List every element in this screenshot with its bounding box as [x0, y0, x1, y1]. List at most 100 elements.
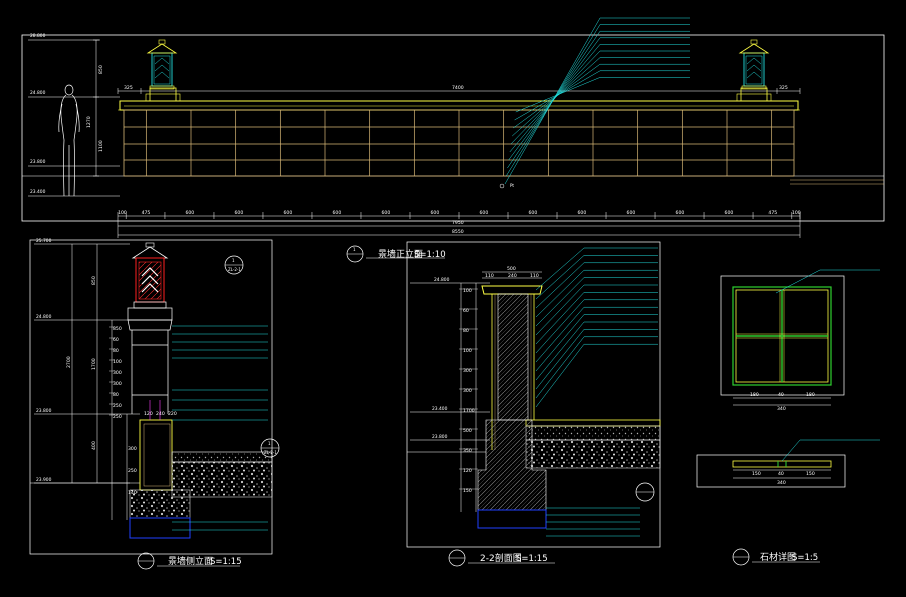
svg-text:1: 1 [232, 258, 235, 263]
dim-base-height: 1100 [98, 140, 104, 152]
bottom-dim-value: 600 [430, 210, 439, 216]
wall-grid [123, 109, 795, 177]
bottom-dim-value: 600 [234, 210, 243, 216]
svg-text:180: 180 [806, 392, 815, 398]
bottom-dim-value: 100 [118, 210, 127, 216]
front-elevation: 28.800 24.800 23.800 23.400 850 1270 110… [21, 17, 885, 238]
stone-detail: 180 40 180 340 150 40 150 340 [696, 269, 880, 488]
detail-plan-total: 340 [777, 406, 786, 412]
side-dim-value: 300 [128, 446, 137, 452]
detail-scale: S=1:5 [792, 553, 818, 563]
detail-section-frame [696, 454, 846, 488]
side-title-block: 景墙侧立面 S=1:15 [137, 552, 242, 570]
bottom-dim-value: 600 [185, 210, 194, 216]
section-dim-value: 300 [463, 368, 472, 374]
svg-text:1: 1 [268, 441, 271, 446]
dim-total-outer: 8550 [452, 229, 464, 235]
svg-text:150: 150 [752, 471, 761, 477]
side-scale: S=1:15 [210, 557, 242, 567]
svg-text:110: 110 [485, 273, 494, 279]
side-dim-lamp: 850 [91, 276, 97, 285]
bottom-dim-value: 600 [283, 210, 292, 216]
side-dim-value: 240 [156, 411, 165, 417]
detail-section-total: 340 [777, 480, 786, 486]
side-level-ground: 23.800 [36, 408, 52, 414]
elevation-title-block: 1 景墙正立面 S=1:10 [346, 245, 446, 263]
side-dim-chain: 8506080100300300802502503002501401202402… [109, 326, 177, 496]
section-cap [481, 285, 543, 295]
bottom-dim-value: 600 [676, 210, 685, 216]
side-frame [29, 239, 273, 555]
section-dim-value: 120 [463, 468, 472, 474]
bottom-dim-value: 100 [792, 210, 801, 216]
section-dim-value: 1700 [463, 408, 475, 414]
svg-text:1: 1 [353, 247, 356, 252]
side-level-cap: 24.800 [36, 314, 52, 320]
section-dim-value: 100 [463, 348, 472, 354]
section-frame [406, 241, 661, 548]
side-lamp [127, 242, 173, 321]
section-dim-value: 80 [463, 328, 469, 334]
section-level-ground: 23.400 [432, 406, 448, 412]
elevation-levels [28, 39, 120, 197]
level-mark-base: 23.400 [30, 189, 46, 195]
side-dim-value: 850 [113, 326, 122, 332]
lamp-left [145, 39, 181, 102]
elevation-callouts [504, 17, 690, 185]
svg-text:40: 40 [778, 392, 784, 398]
svg-text:240: 240 [508, 273, 517, 279]
level-mark-cap: 24.800 [30, 90, 46, 96]
section-2-2: 24.800 23.400 23.800 1006080100300300170… [406, 241, 661, 548]
left-dimension-line [93, 39, 99, 177]
elevation-frame [21, 34, 885, 222]
dim-wall-height: 1270 [86, 116, 92, 128]
side-foundation [30, 400, 273, 539]
section-dim-value: 150 [463, 488, 472, 494]
level-mark-top: 28.800 [30, 33, 46, 39]
dim-lamp-height: 850 [98, 65, 104, 74]
level-mark-ground: 23.800 [30, 159, 46, 165]
svg-text:40: 40 [778, 471, 784, 477]
side-level-top: 25.700 [36, 238, 52, 244]
top-dimension-line [117, 88, 801, 94]
dim-top-left: 325 [124, 85, 133, 91]
side-dim-value: 300 [113, 381, 122, 387]
section-level-cap: 24.800 [434, 277, 450, 283]
section-dim-value: 350 [463, 448, 472, 454]
svg-text:ZL-2-1: ZL-2-1 [228, 267, 241, 272]
point-mark: Pt [510, 183, 514, 188]
side-dim-value: 220 [168, 411, 177, 417]
svg-text:ZL-2-1: ZL-2-1 [264, 450, 277, 455]
human-scale-figure [58, 84, 80, 197]
section-dim-value: 500 [463, 428, 472, 434]
detail-plan-outer [732, 286, 832, 386]
side-pillar [127, 319, 173, 414]
section-scale: S=1:15 [516, 554, 548, 564]
section-level-base: 23.800 [432, 434, 448, 440]
side-dim-base: 400 [91, 441, 97, 450]
side-dim-value: 120 [144, 411, 153, 417]
side-callouts [172, 325, 268, 531]
svg-text:150: 150 [806, 471, 815, 477]
bottom-dim-value: 475 [768, 210, 777, 216]
side-dim-wall: 1700 [91, 358, 97, 370]
side-dim-value: 80 [113, 392, 119, 398]
section-wall-core [497, 293, 529, 421]
bottom-dim-value: 475 [142, 210, 151, 216]
section-top-dim: 500 [507, 266, 516, 272]
section-ref-badge [635, 482, 655, 502]
side-ref-badge-top: 1 ZL-2-1 [224, 255, 244, 275]
bottom-dim-value: 600 [529, 210, 538, 216]
detail-frame [720, 275, 845, 396]
side-dim-value: 250 [113, 403, 122, 409]
side-title: 景墙侧立面 [168, 555, 213, 567]
bottom-dim-value: 600 [627, 210, 636, 216]
bottom-dim-value: 600 [381, 210, 390, 216]
section-footing [407, 419, 547, 529]
side-dim-value: 60 [113, 337, 119, 343]
section-dim-value: 300 [463, 388, 472, 394]
dim-total-inner: 7950 [452, 220, 464, 226]
side-dim-total: 2700 [66, 356, 72, 368]
svg-text:110: 110 [530, 273, 539, 279]
